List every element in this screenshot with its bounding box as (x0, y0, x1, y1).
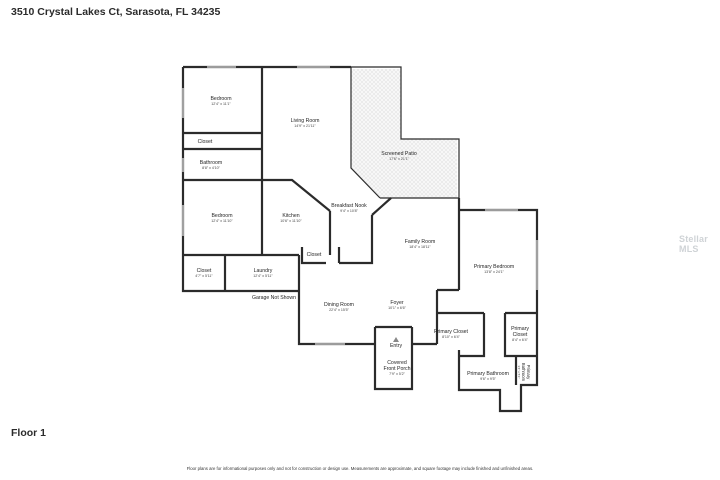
breakfast-nook-dims: 9'4" x 10'8" (340, 209, 358, 213)
closet-bottom-dims: 4'7" x 5'11" (195, 274, 213, 278)
bathroom-name: Bathroom (200, 160, 223, 166)
disclaimer-text: Floor plans are for informational purpos… (186, 466, 534, 471)
primary-toilet-label: Primary Bathroom 3'4" x 5'1" (517, 363, 531, 382)
screened-patio-name: Screened Patio (381, 151, 417, 157)
primary-bedroom-dims: 13'8" x 24'1" (484, 270, 504, 274)
family-room-name: Family Room (405, 239, 436, 245)
primary-closet-left-dims: 8'10" x 6'4" (442, 335, 460, 339)
kitchen-name: Kitchen (282, 213, 299, 219)
window-lines (182, 66, 538, 345)
bathroom-dims: 8'8" x 4'10" (202, 166, 220, 170)
primary-bedroom-name: Primary Bedroom (474, 264, 514, 270)
screened-patio-dims: 17'6" x 21'1" (389, 157, 409, 161)
watermark-logo: Stellar MLS (679, 234, 708, 254)
bedroom-mid-name: Bedroom (211, 213, 232, 219)
dining-room-name: Dining Room (324, 302, 354, 308)
garage-label: Garage Not Shown (252, 295, 296, 301)
family-room-dims: 18'4" x 18'11" (409, 245, 431, 249)
listing-address: 3510 Crystal Lakes Ct, Sarasota, FL 3423… (11, 6, 221, 18)
foyer-dims: 10'1" x 6'6" (388, 306, 406, 310)
primary-toilet-dims: 3'4" x 5'1" (517, 365, 521, 378)
primary-toilet-line1: Primary (526, 365, 531, 380)
breakfast-nook-name: Breakfast Nook (331, 203, 367, 209)
screened-patio-area (351, 69, 457, 198)
bedroom-top-dims: 12'4" x 11'1" (211, 102, 231, 106)
living-room-name: Living Room (291, 118, 320, 124)
kitchen-dims: 10'6" x 11'10" (280, 219, 302, 223)
walls (181, 65, 539, 413)
primary-closet-right-line1: Primary (511, 326, 529, 332)
bedroom-top-name: Bedroom (210, 96, 231, 102)
primary-bathroom-name: Primary Bathroom (467, 371, 509, 377)
foyer-name: Foyer (390, 300, 404, 306)
closet-small-name: Closet (307, 252, 322, 258)
living-room-dims: 14'9" x 21'11" (294, 124, 316, 128)
porch-name-line2: Front Porch (383, 366, 410, 372)
bedroom-mid-dims: 12'4" x 11'10" (211, 219, 233, 223)
laundry-name: Laundry (254, 268, 273, 274)
entry-arrow-icon (393, 337, 399, 342)
primary-bathroom-dims: 9'6" x 9'5" (480, 377, 496, 381)
primary-closet-right-line2: Closet (513, 332, 528, 338)
closet-top-name: Closet (198, 139, 213, 145)
dining-room-dims: 22'4" x 15'5" (329, 308, 349, 312)
closet-bottom-name: Closet (197, 268, 212, 274)
porch-name-line1: Covered (387, 360, 407, 366)
entry-name: Entry (390, 343, 403, 349)
floor-label: Floor 1 (11, 427, 47, 439)
room-labels: Bedroom 12'4" x 11'1" Closet Bathroom 8'… (195, 96, 531, 382)
primary-toilet-line2: Bathroom (521, 363, 526, 382)
primary-closet-left-name: Primary Closet (434, 329, 469, 335)
porch-dims: 7'9" x 5'2" (389, 372, 405, 376)
laundry-dims: 12'4" x 5'11" (253, 274, 273, 278)
primary-closet-right-dims: 8'4" x 6'4" (512, 338, 528, 342)
